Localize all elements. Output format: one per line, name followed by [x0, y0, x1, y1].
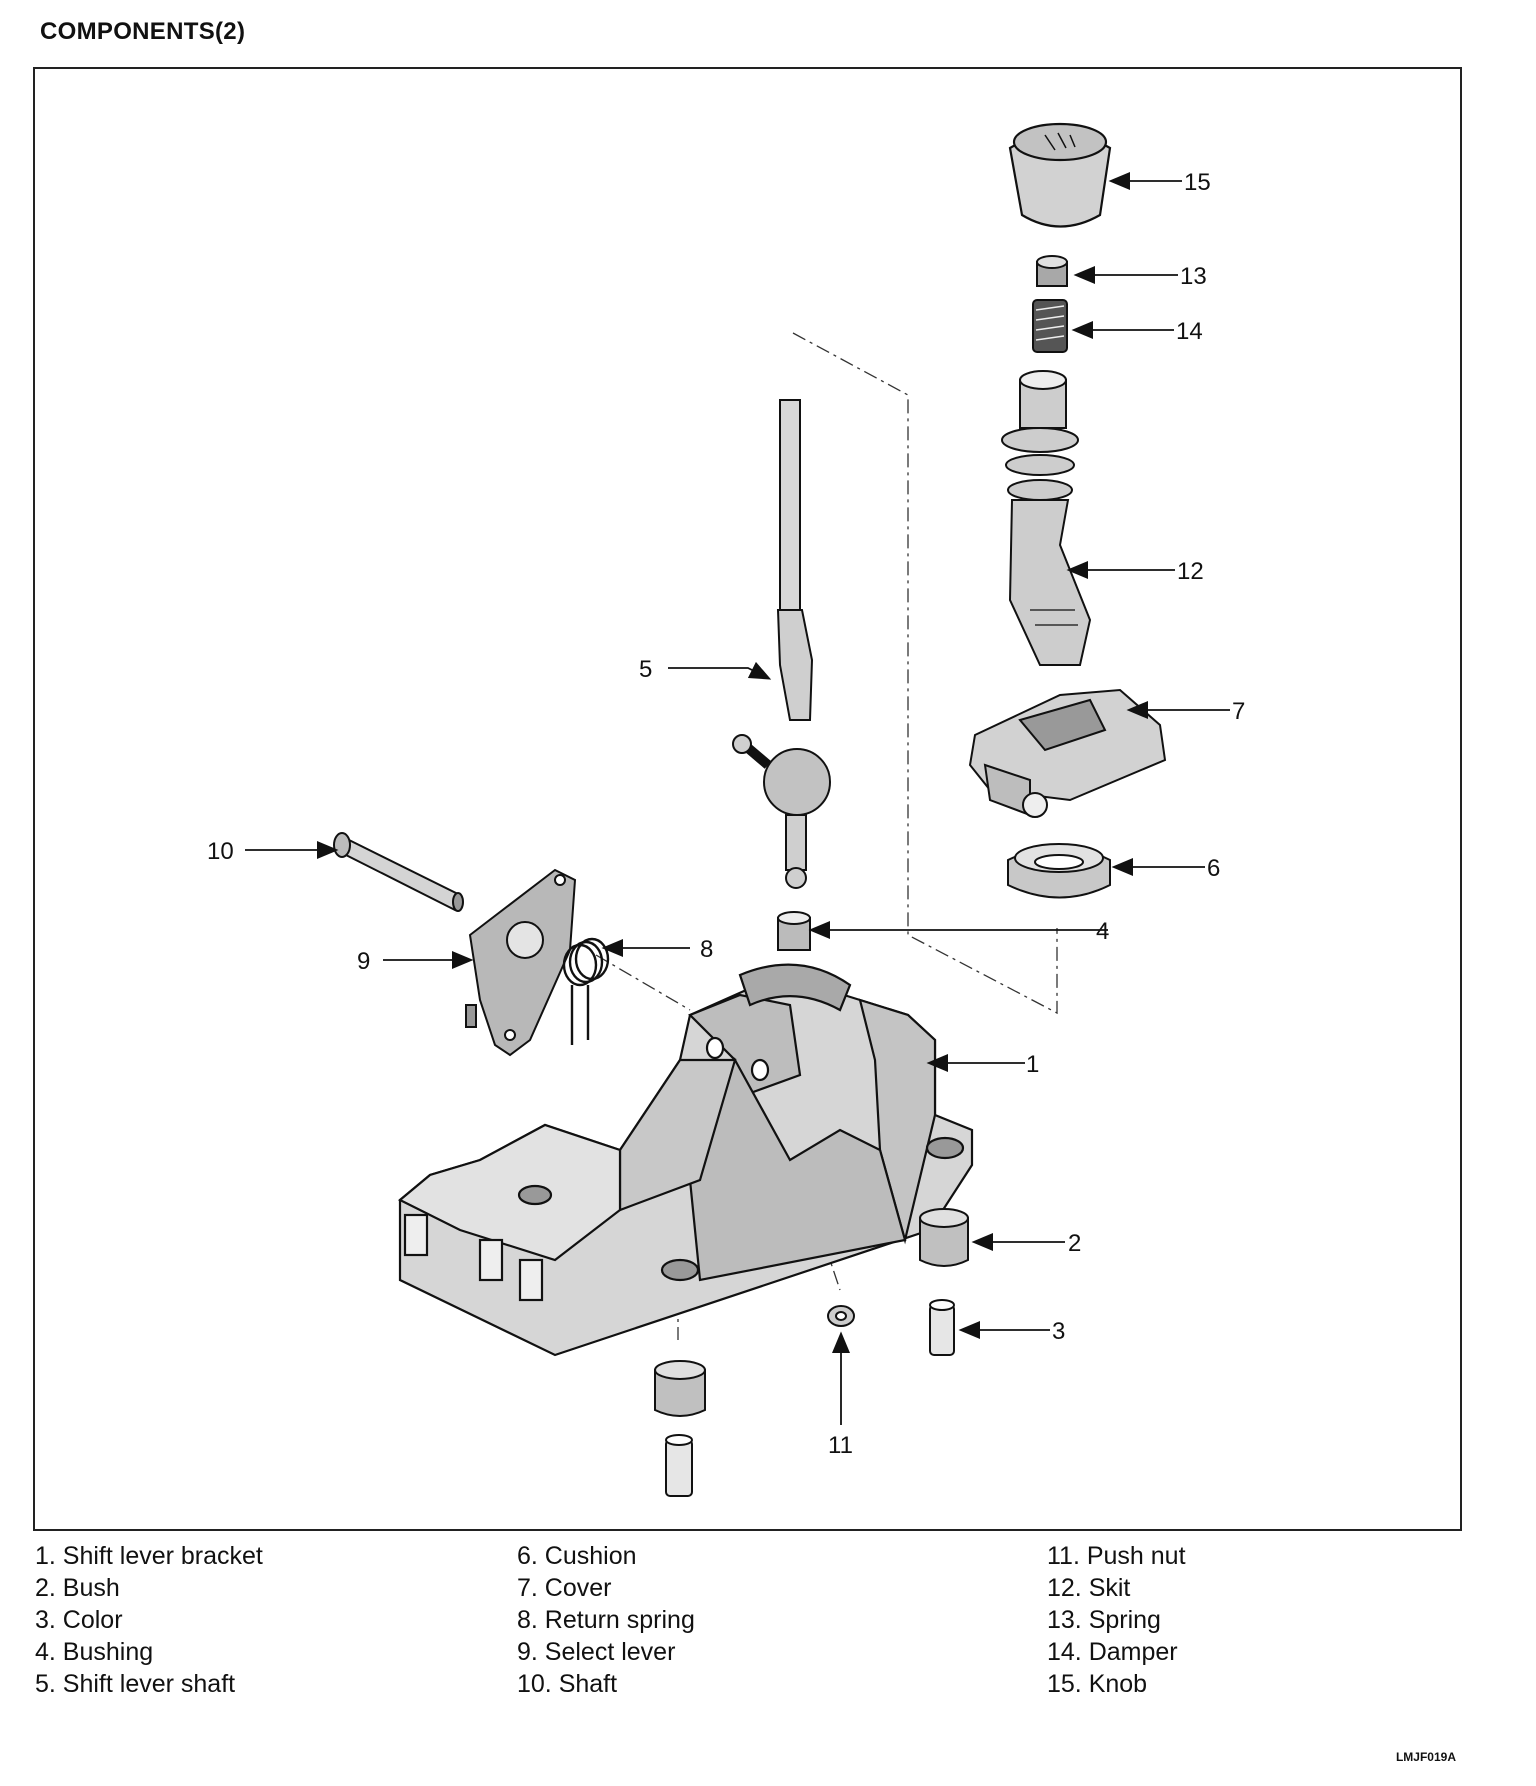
callout-9: 9 [357, 948, 370, 975]
color-part [665, 1299, 955, 1497]
callout-13: 13 [1180, 263, 1207, 290]
push-nut-part [827, 1305, 855, 1327]
callout-5: 5 [639, 656, 652, 683]
legend-item: 12. Skit [1047, 1574, 1131, 1602]
bushing-part [777, 911, 811, 951]
leader-lines [245, 172, 1230, 1425]
knob-part [1008, 122, 1112, 228]
legend-item: 9. Select lever [517, 1638, 676, 1666]
bush-part [654, 1208, 969, 1417]
legend-item: 8. Return spring [517, 1606, 695, 1634]
legend-item: 4. Bushing [35, 1638, 154, 1666]
legend-item: 15. Knob [1047, 1670, 1148, 1698]
cushion-part [1007, 843, 1111, 899]
damper-part [1032, 299, 1068, 353]
legend-item: 7. Cover [517, 1574, 612, 1602]
shift-lever-shaft-part [732, 399, 831, 889]
legend-item: 3. Color [35, 1606, 123, 1634]
legend-item: 11. Push nut [1047, 1542, 1186, 1570]
callout-12: 12 [1177, 558, 1204, 585]
legend-item: 5. Shift lever shaft [35, 1670, 236, 1698]
legend-item: 1. Shift lever bracket [35, 1542, 263, 1570]
shift-lever-bracket-part [398, 963, 974, 1357]
shaft-part [333, 832, 464, 912]
callout-11: 11 [828, 1432, 853, 1459]
callout-3: 3 [1052, 1318, 1065, 1345]
legend-column-3: 11. Push nut 12. Skit 13. Spring 14. Dam… [1047, 1540, 1186, 1700]
return-spring-part [562, 937, 610, 1045]
callout-7: 7 [1232, 698, 1245, 725]
diagram-frame [33, 67, 1462, 1531]
legend-item: 13. Spring [1047, 1606, 1161, 1634]
legend-item: 2. Bush [35, 1574, 120, 1602]
spring-part [1036, 255, 1068, 287]
select-lever-part [465, 868, 577, 1057]
cover-part [968, 688, 1167, 818]
legend-item: 6. Cushion [517, 1542, 637, 1570]
callout-14: 14 [1176, 318, 1203, 345]
callout-1: 1 [1026, 1051, 1039, 1078]
figure-code: LMJF019A [1395, 1750, 1456, 1764]
callout-8: 8 [700, 936, 713, 963]
skit-part [1001, 370, 1092, 666]
legend-item: 14. Damper [1047, 1638, 1178, 1666]
legend-item: 10. Shaft [517, 1670, 618, 1698]
callout-10: 10 [207, 838, 234, 865]
callout-15: 15 [1184, 169, 1211, 196]
callout-2: 2 [1068, 1230, 1081, 1257]
page-title: COMPONENTS(2) [40, 18, 246, 45]
callout-6: 6 [1207, 855, 1220, 882]
legend-column-1: 1. Shift lever bracket 2. Bush 3. Color … [35, 1540, 263, 1700]
callout-4: 4 [1096, 918, 1109, 945]
legend-column-2: 6. Cushion 7. Cover 8. Return spring 9. … [517, 1540, 695, 1700]
callout-numbers: 1 2 3 4 5 6 7 8 9 10 11 12 13 14 15 [207, 169, 1245, 1459]
